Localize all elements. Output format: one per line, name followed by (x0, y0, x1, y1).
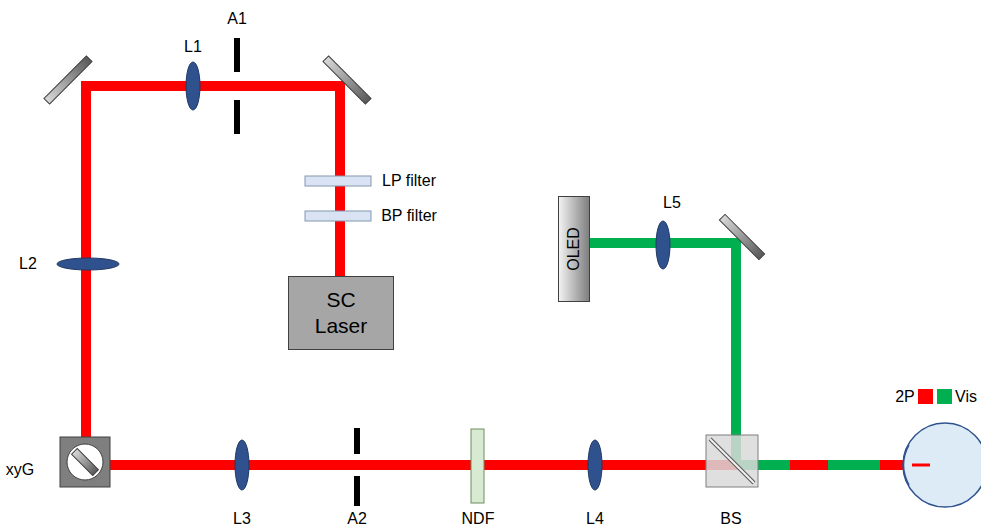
eye (903, 423, 981, 507)
combined-beam (740, 460, 912, 470)
legend-swatch (937, 389, 952, 404)
part-label: L1 (184, 38, 202, 56)
visible-beam (590, 243, 736, 465)
oled-display-box: OLED (558, 196, 590, 302)
part-label: BP filter (381, 207, 437, 225)
lens (57, 62, 670, 490)
node-text: OLED (564, 227, 584, 271)
part-label: A1 (227, 10, 247, 28)
laser-source-box: SC Laser (288, 276, 394, 350)
legend-text: 2P (895, 388, 915, 406)
part-label: xyG (6, 461, 34, 479)
laser-beam (86, 86, 760, 465)
beam-splitter (706, 435, 758, 487)
part-label: LP filter (382, 172, 436, 190)
part-label: L4 (586, 510, 604, 528)
part-label: NDF (462, 510, 495, 528)
part-label: L2 (19, 255, 37, 273)
aperture (234, 38, 360, 506)
filter (305, 176, 371, 221)
galvo-scanner (60, 437, 110, 487)
neutral-density-filter (471, 429, 484, 503)
legend-swatch (918, 389, 933, 404)
part-label: L5 (663, 194, 681, 212)
mirror (44, 56, 765, 260)
part-label: L3 (233, 510, 251, 528)
legend-text: Vis (955, 388, 977, 406)
part-label: A2 (347, 510, 367, 528)
node-text: SC Laser (313, 287, 369, 340)
part-label: BS (720, 510, 741, 528)
